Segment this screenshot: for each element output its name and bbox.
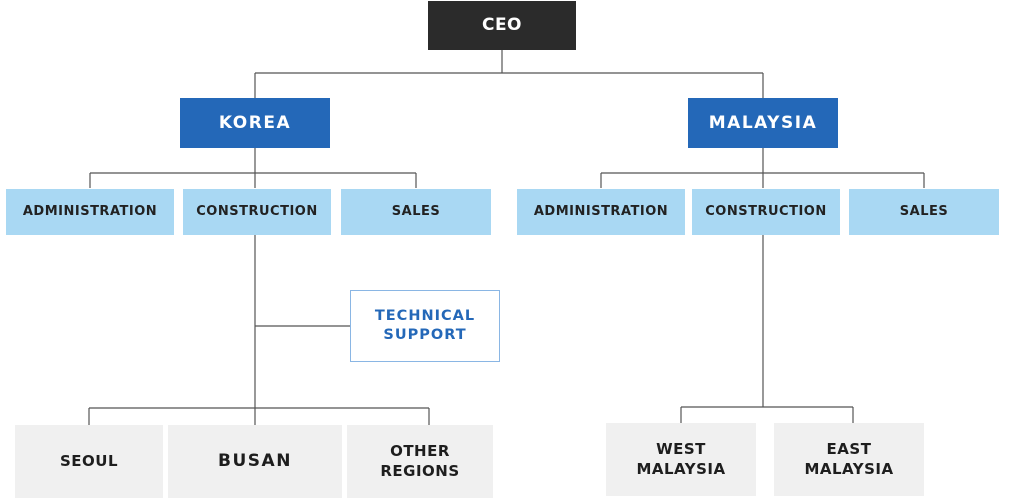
technical-support-line1: TECHNICAL	[374, 308, 476, 325]
east-malaysia-box: EAST MALAYSIA	[774, 423, 924, 496]
korea-sales-box: SALES	[341, 189, 491, 235]
malaysia-label: MALAYSIA	[708, 112, 818, 133]
korea-box: KOREA	[180, 98, 330, 148]
region-label-line1: OTHER	[390, 442, 450, 460]
department-label: ADMINISTRATION	[533, 203, 669, 219]
ceo-label: CEO	[481, 15, 523, 36]
region-label: BUSAN	[218, 451, 292, 472]
other-regions-box: OTHER REGIONS	[347, 425, 493, 498]
malaysia-construction-box: CONSTRUCTION	[692, 189, 840, 235]
west-malaysia-box: WEST MALAYSIA	[606, 423, 756, 496]
malaysia-administration-box: ADMINISTRATION	[517, 189, 685, 235]
seoul-box: SEOUL	[15, 425, 163, 498]
korea-construction-box: CONSTRUCTION	[183, 189, 331, 235]
technical-support-box: TECHNICAL SUPPORT	[350, 290, 500, 362]
department-label: CONSTRUCTION	[196, 203, 318, 219]
region-label: SEOUL	[59, 451, 119, 470]
region-label-line1: WEST	[656, 440, 706, 458]
region-label-line2: MALAYSIA	[804, 459, 894, 478]
region-label-line2: REGIONS	[380, 461, 460, 480]
department-label: SALES	[391, 203, 441, 219]
department-label: SALES	[899, 203, 949, 219]
korea-administration-box: ADMINISTRATION	[6, 189, 174, 235]
malaysia-box: MALAYSIA	[688, 98, 838, 148]
department-label: ADMINISTRATION	[22, 203, 158, 219]
korea-label: KOREA	[218, 112, 292, 133]
busan-box: BUSAN	[168, 425, 342, 498]
department-label: CONSTRUCTION	[705, 203, 827, 219]
region-label-line1: EAST	[826, 440, 872, 458]
technical-support-line2: SUPPORT	[383, 327, 467, 343]
ceo-box: CEO	[428, 1, 576, 50]
region-label-line2: MALAYSIA	[636, 459, 726, 478]
malaysia-sales-box: SALES	[849, 189, 999, 235]
